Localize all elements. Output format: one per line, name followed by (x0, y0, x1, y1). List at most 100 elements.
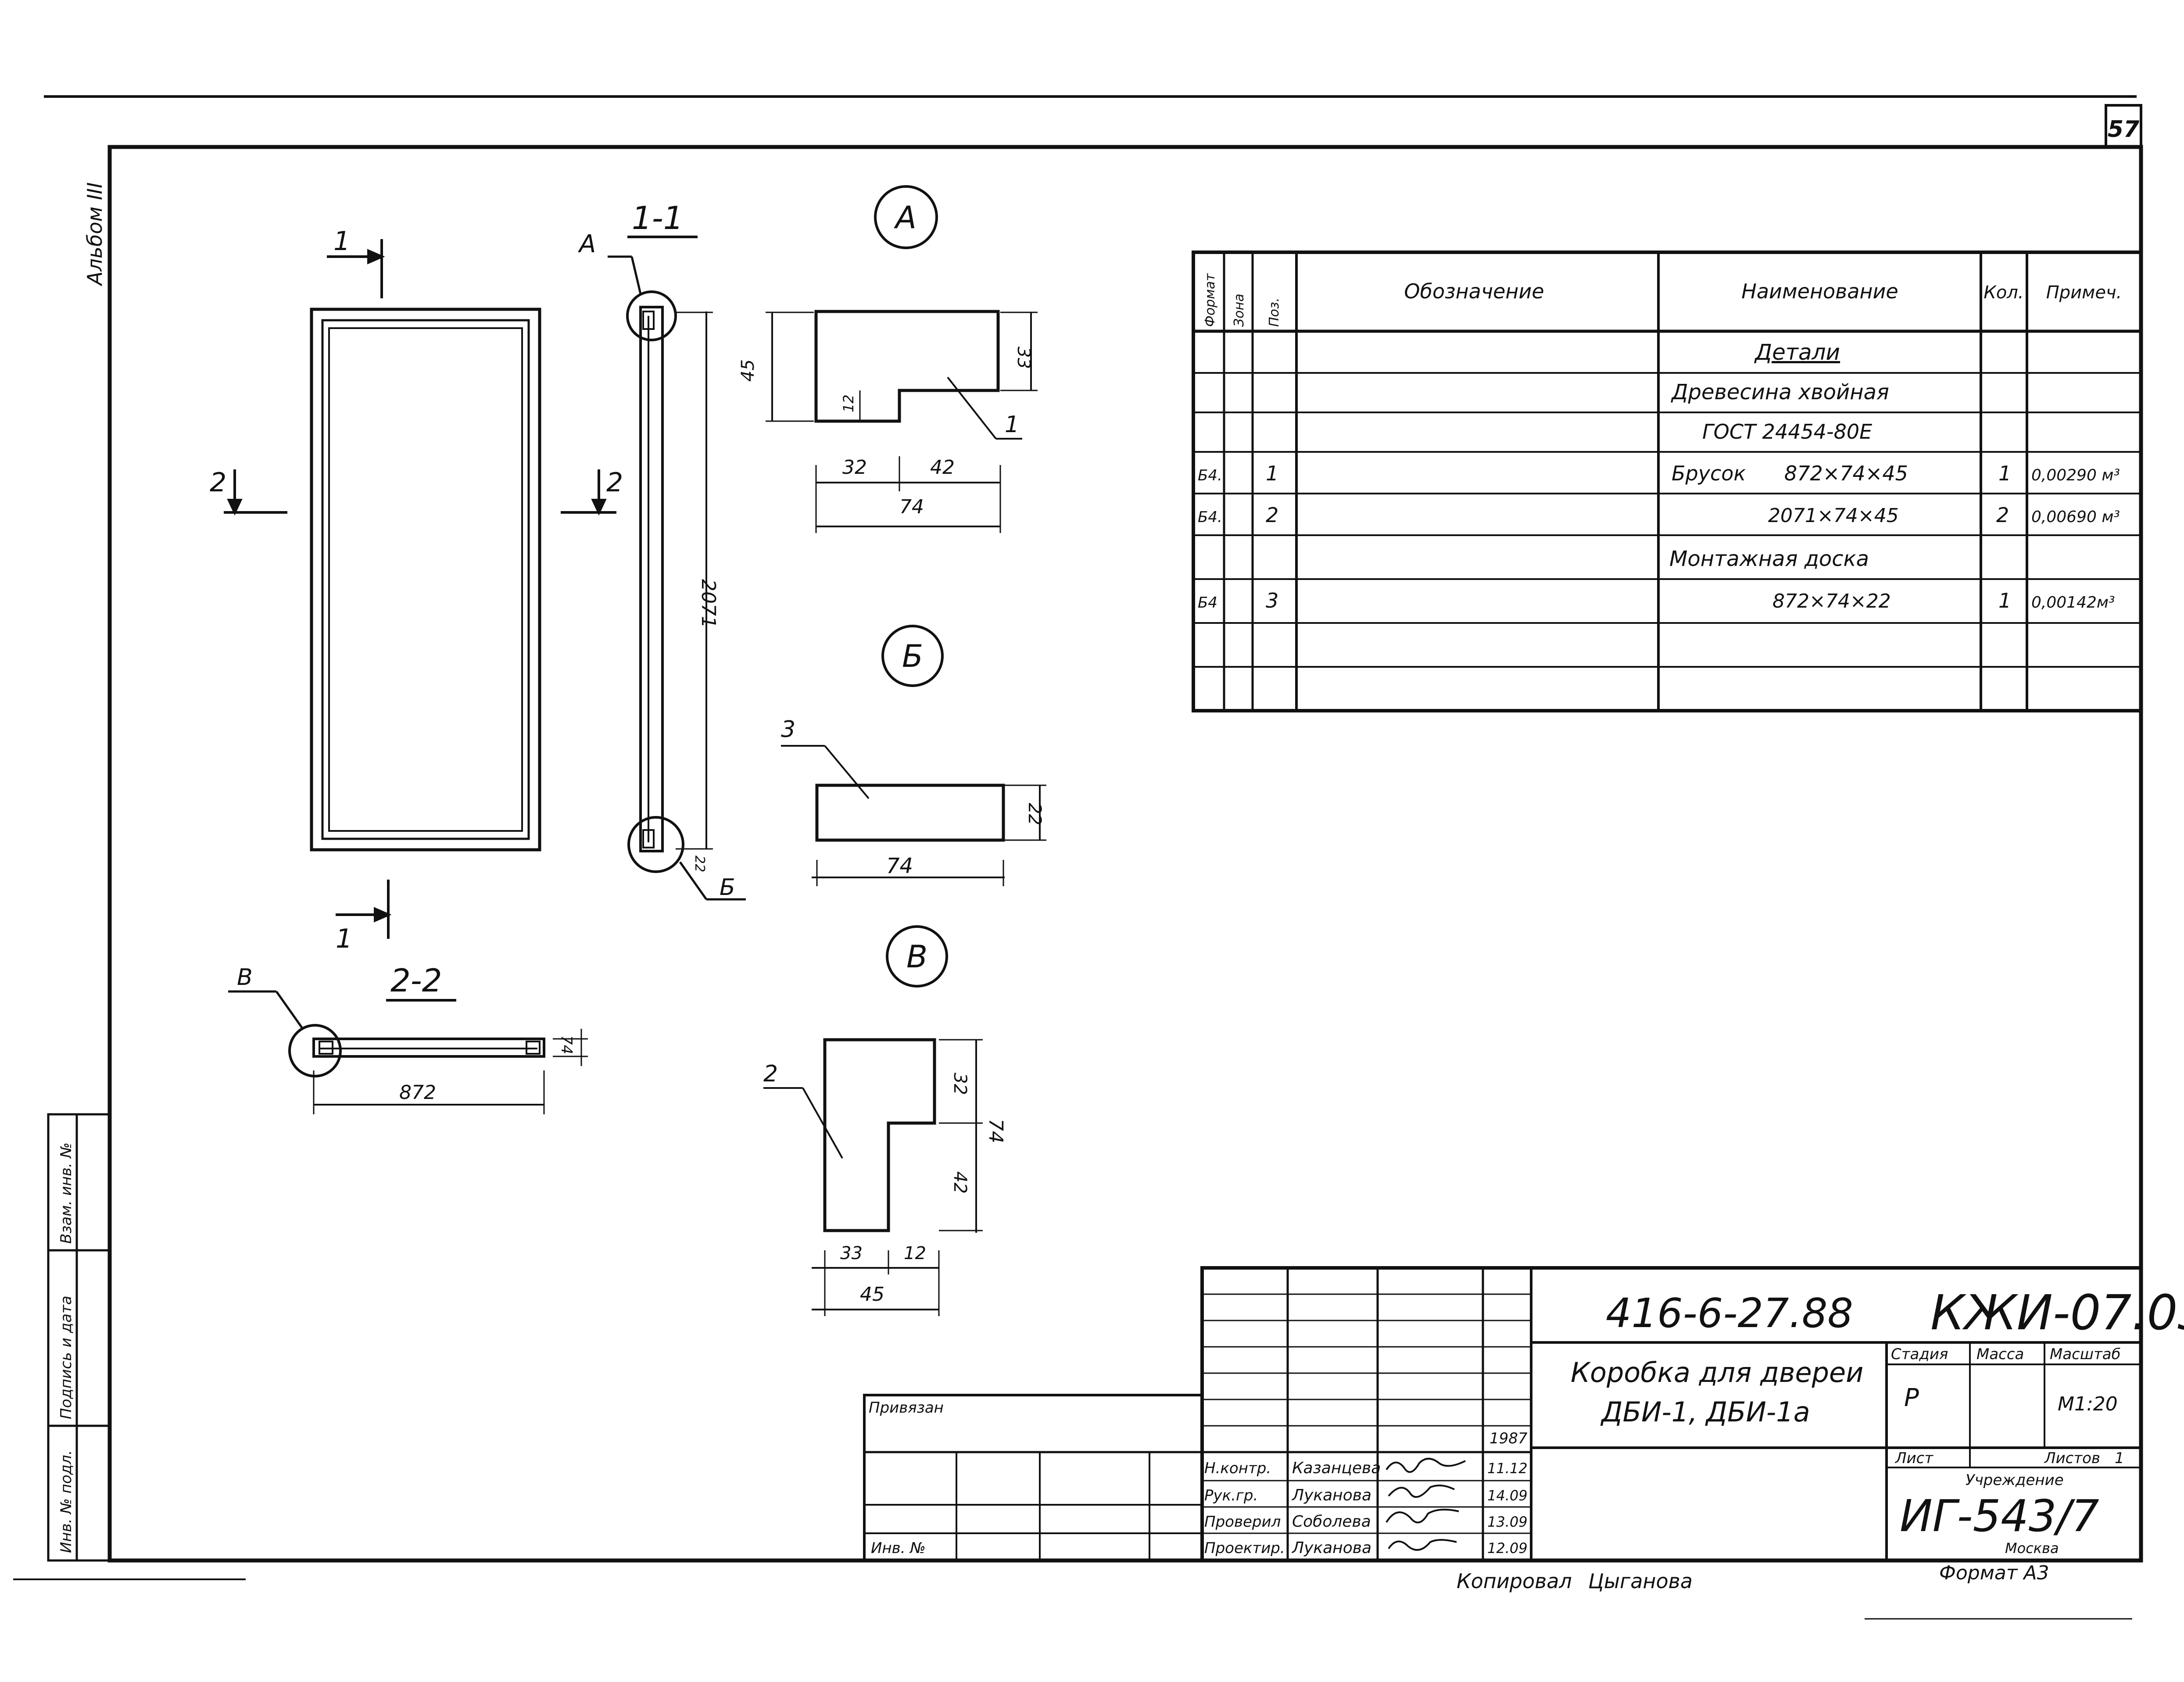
spec-row-4-format: Б4. (1198, 508, 1222, 526)
cut-2-label-right: 2 (606, 467, 623, 498)
cut-1-label-bottom: 1 (336, 923, 352, 954)
detail-V-drawing (763, 1038, 983, 1316)
spec-header-name: Наименование (1741, 279, 1898, 303)
callout-circle-B (627, 816, 684, 873)
detail-B-dim-74: 74 (886, 854, 913, 878)
spec-row-3-note: 0,00290 м³ (2031, 466, 2120, 484)
section-2-2-title: 2-2 (390, 962, 442, 999)
city: Москва (2005, 1540, 2059, 1557)
section-1-1-title: 1-1 (632, 200, 684, 236)
detail-B-title: Б (902, 638, 923, 674)
spec-row-6-format: Б4 (1198, 594, 1217, 612)
signature-scribbles (1386, 1458, 1466, 1551)
mass-label: Масса (1976, 1346, 2024, 1363)
detail-V-leader: 2 (763, 1061, 778, 1087)
detail-V-dim-33: 33 (840, 1243, 863, 1263)
title-block-grid (863, 1266, 2143, 1562)
sig-1-date: 14.09 (1487, 1487, 1528, 1504)
frame-opening-outline (328, 327, 523, 832)
detail-V-dim-74: 74 (985, 1119, 1007, 1143)
project-code: 416-6-27.88 (1606, 1290, 1853, 1337)
spec-row-6-qty: 1 (1998, 589, 2011, 612)
stamp-label-inv: Инв. № подл. (57, 1450, 75, 1553)
frame-inner-outline (321, 319, 530, 840)
detail-V-title: В (906, 939, 927, 975)
sig-0-date: 11.12 (1487, 1460, 1528, 1477)
spec-row-4-qty: 2 (1996, 503, 2009, 527)
spec-header-note: Примеч. (2046, 283, 2122, 303)
sig-3-name: Луканова (1291, 1539, 1371, 1557)
stage-value: Р (1904, 1384, 1919, 1412)
spec-row-3-pos: 1 (1266, 462, 1278, 485)
detail-A-title-circle (874, 185, 938, 249)
cut-2-label-left: 2 (210, 467, 226, 498)
detail-A-dim-45: 45 (738, 359, 758, 382)
detail-B-title-circle (881, 625, 944, 687)
sig-3-role: Проектир. (1204, 1539, 1285, 1557)
album-label: Альбом III (83, 182, 107, 286)
detail-A-dim-32: 32 (842, 456, 867, 479)
detail-V-dim-32: 32 (950, 1073, 970, 1095)
sig-1-role: Рук.гр. (1204, 1487, 1258, 1504)
detail-A-title: А (894, 200, 917, 236)
frame-outer-outline (310, 308, 541, 852)
callout-V-label: В (237, 964, 253, 991)
spec-row-6-pos: 3 (1266, 589, 1278, 612)
cut-mark-1 (327, 239, 392, 939)
stamp-label-podpis: Подпись и дата (57, 1295, 75, 1419)
detail-B-leader: 3 (781, 716, 795, 743)
sig-2-name: Соболева (1292, 1513, 1371, 1531)
spec-header-pos: Поз. (1267, 298, 1282, 327)
callout-B-label: Б (720, 874, 735, 901)
stamp-label-vzam: Взам. инв. № (57, 1142, 75, 1244)
sig-0-name: Казанцева (1292, 1459, 1381, 1477)
detail-V-dim-12: 12 (904, 1243, 926, 1263)
spec-row-4-pos: 2 (1266, 503, 1278, 527)
section-1-1-drawing (608, 255, 746, 901)
title-line-1: Коробка для двереи (1571, 1356, 1863, 1389)
front-view (310, 308, 541, 852)
spec-table-grid (1192, 251, 2143, 712)
spec-row-4-name: 2071×74×45 (1768, 505, 1899, 527)
callout-circle-V (288, 1024, 342, 1077)
detail-A-drawing (766, 310, 1038, 533)
institution: ИГ-543/7 (1900, 1490, 2099, 1542)
spec-row-3-format: Б4. (1198, 467, 1222, 484)
title-line-2: ДБИ-1, ДБИ-1а (1600, 1396, 1810, 1428)
spec-row-3-name: Брусок 872×74×45 (1672, 462, 1908, 485)
detail-A-dim-74: 74 (899, 496, 924, 518)
section-2-2-drawing (228, 990, 588, 1114)
spec-row-5-name: Монтажная доска (1669, 547, 1869, 571)
detail-A-dim-42: 42 (930, 456, 955, 479)
inv-no-label: Инв. № (871, 1539, 926, 1557)
callout-A-label: А (578, 230, 596, 258)
cut-mark-2 (224, 469, 616, 516)
spec-header-designation: Обозначение (1404, 279, 1544, 303)
detail-V-dim-42: 42 (950, 1171, 970, 1194)
spec-row-3-qty: 1 (1998, 462, 2011, 485)
spec-header-format: Формат (1203, 273, 1218, 327)
drawing-code: КЖИ-07.03 (1930, 1285, 2184, 1341)
sheets-label: Листов (2044, 1449, 2100, 1467)
cut-1-label-top: 1 (333, 226, 350, 257)
copied-by-name: Цыганова (1588, 1569, 1693, 1593)
spec-row-1-name: Древесина хвойная (1671, 380, 1889, 404)
spec-row-6-name: 872×74×22 (1772, 590, 1891, 612)
sig-2-role: Проверил (1204, 1513, 1281, 1531)
institution-label: Учреждение (1966, 1471, 2064, 1489)
drawing-frame (13, 95, 2143, 1620)
sheet-label: Лист (1894, 1449, 1933, 1467)
sig-0-role: Н.контр. (1204, 1460, 1271, 1477)
detail-V-dim-45: 45 (860, 1283, 884, 1306)
spec-row-6-note: 0,00142м³ (2031, 594, 2115, 612)
format-label: Формат А3 (1939, 1562, 2049, 1584)
dim-2071: 2071 (697, 579, 720, 628)
sig-2-date: 13.09 (1487, 1514, 1528, 1530)
spec-row-0-name: Детали (1754, 340, 1840, 365)
dim-22-small: 22 (692, 855, 707, 872)
spec-header-zone: Зона (1232, 293, 1247, 327)
detail-B-drawing (781, 745, 1046, 886)
spec-header-qty: Кол. (1984, 283, 2023, 303)
detail-A-dim-12: 12 (840, 394, 857, 412)
